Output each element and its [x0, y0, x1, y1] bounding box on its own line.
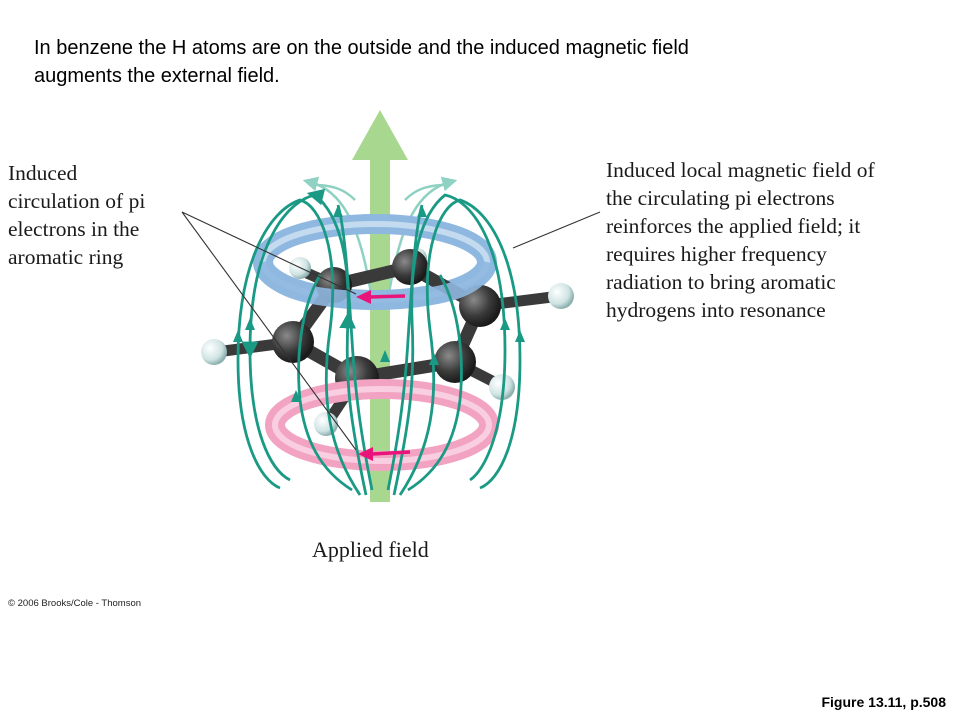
- slide-heading: In benzene the H atoms are on the outsid…: [34, 34, 894, 90]
- right-label-line: Induced local magnetic field of: [606, 158, 875, 182]
- circulation-arrow-lower: [358, 447, 411, 461]
- left-label-line: Induced: [8, 161, 78, 185]
- leader-lines: [181, 211, 601, 451]
- field-line-arrowheads: [233, 205, 525, 402]
- copyright-notice: © 2006 Brooks/Cole - Thomson: [8, 598, 142, 609]
- right-label-line: the circulating pi electrons: [606, 186, 835, 210]
- induced-field-label: Induced local magnetic field of the circ…: [606, 156, 875, 324]
- heading-line-2: augments the external field.: [34, 65, 280, 87]
- left-label-line: circulation of pi: [8, 189, 146, 213]
- right-label-line: hydrogens into resonance: [606, 298, 826, 322]
- applied-field-arrow: [352, 110, 408, 502]
- heading-line-1: In benzene the H atoms are on the outsid…: [34, 37, 689, 59]
- lower-pi-electron-ring: [265, 379, 499, 471]
- right-label-line: reinforces the applied field; it: [606, 214, 861, 238]
- left-label-line: electrons in the: [8, 217, 140, 241]
- left-label-line: aromatic ring: [8, 245, 124, 269]
- induced-field-lines: [236, 188, 522, 496]
- right-label-line: radiation to bring aromatic: [606, 270, 836, 294]
- applied-field-label: Applied field: [312, 537, 429, 562]
- right-label-line: requires higher frequency: [606, 242, 827, 266]
- figure-reference: Figure 13.11, p.508: [821, 694, 946, 710]
- induced-circulation-label: Induced circulation of pi electrons in t…: [8, 159, 145, 271]
- circulation-arrow-upper: [356, 290, 406, 304]
